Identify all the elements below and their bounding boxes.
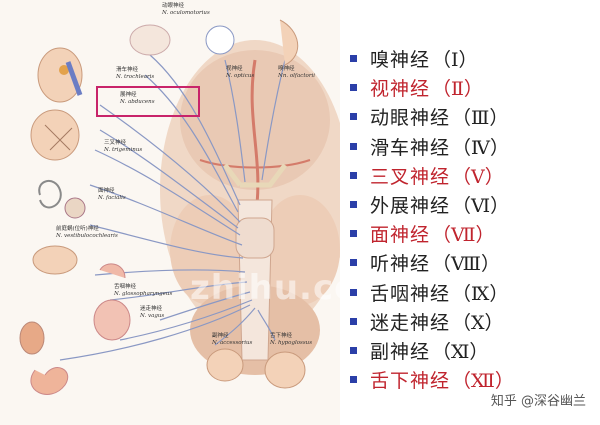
nerve-number: （Ⅳ）	[452, 136, 509, 159]
nerve-list-item: 嗅神经（Ⅰ）	[350, 44, 600, 73]
label-abducens: 展神经 N. abducens	[120, 92, 155, 105]
square-bullet-icon	[350, 288, 357, 296]
nerve-number: （Ⅷ）	[432, 253, 500, 276]
illustration-watermark: zhihu.com	[190, 268, 395, 308]
cranial-nerve-list: 嗅神经（Ⅰ）视神经（Ⅱ）动眼神经（Ⅲ）滑车神经（Ⅳ）三叉神经（Ⅴ）外展神经（Ⅵ）…	[350, 44, 600, 394]
nerve-name: 面神经	[370, 224, 431, 247]
square-bullet-icon	[350, 201, 357, 209]
nerve-list-item: 舌下神经（Ⅻ）	[350, 365, 600, 394]
label-optic: 视神经 N. opticus	[226, 66, 255, 79]
label-accessory: 副神经 N. accessorius	[212, 333, 253, 346]
nerve-list-item: 迷走神经（Ⅹ）	[350, 307, 600, 336]
label-glossopharyngeal: 舌咽神经 N. glossopharyngeus	[114, 284, 173, 297]
pons-shape	[235, 217, 275, 259]
square-bullet-icon	[350, 346, 357, 354]
brain-stem-drawing	[19, 19, 340, 395]
nerve-number: （Ⅶ）	[432, 224, 495, 247]
nerve-name: 嗅神经	[370, 49, 431, 72]
nerve-list-item: 外展神经（Ⅵ）	[350, 190, 600, 219]
nerve-name: 听神经	[370, 253, 431, 276]
nerve-name: 视神经	[370, 78, 431, 101]
nerve-list-item: 动眼神经（Ⅲ）	[350, 102, 600, 131]
nerve-number: （Ⅹ）	[452, 311, 504, 334]
footer-watermark: 知乎 @深谷幽兰	[490, 394, 586, 409]
nerve-list-item: 视神经（Ⅱ）	[350, 73, 600, 102]
nerve-list-item: 滑车神经（Ⅳ）	[350, 132, 600, 161]
square-bullet-icon	[350, 55, 357, 63]
label-oculomotor: 动眼神经 N. oculomotorius	[162, 3, 210, 16]
nerve-name: 迷走神经	[370, 311, 451, 334]
nerve-number: （Ⅴ）	[452, 165, 504, 188]
square-bullet-icon	[350, 142, 357, 150]
nerve-number: （Ⅺ）	[432, 340, 489, 363]
nerve-number: （Ⅱ）	[432, 78, 483, 101]
nerve-name: 舌下神经	[370, 370, 451, 393]
nerve-number: （Ⅻ）	[452, 370, 514, 393]
square-bullet-icon	[350, 317, 357, 325]
nerve-name: 动眼神经	[370, 107, 451, 130]
nerve-lines	[59, 54, 286, 361]
nerve-list-item: 听神经（Ⅷ）	[350, 248, 600, 277]
square-bullet-icon	[350, 171, 357, 179]
nerve-number: （Ⅵ）	[452, 195, 510, 218]
nerve-number: （Ⅲ）	[452, 107, 509, 130]
nerve-number: （Ⅰ）	[432, 49, 478, 72]
label-trochlear: 滑车神经 N. trochlearis	[116, 67, 155, 80]
label-vestibulocochlear: 前庭蜗(位听)神经 N. vestibulocochlearis	[56, 226, 118, 239]
square-bullet-icon	[350, 84, 357, 92]
head-vignettes	[19, 19, 306, 395]
nerve-name: 舌咽神经	[370, 282, 451, 305]
temporal-lobe-right	[260, 195, 340, 305]
nerve-name: 外展神经	[370, 195, 451, 218]
label-olfactory: 嗅神经 Nn. olfactorii	[278, 66, 315, 79]
nerve-name: 滑车神经	[370, 136, 451, 159]
nerve-name: 副神经	[370, 340, 431, 363]
cranial-nerves-illustration: 动眼神经 N. oculomotorius 滑车神经 N. trochleari…	[0, 0, 340, 425]
nerve-list-item: 舌咽神经（Ⅸ）	[350, 278, 600, 307]
square-bullet-icon	[350, 259, 357, 267]
nerve-number: （Ⅸ）	[452, 282, 509, 305]
abducens-highlight-box	[96, 86, 200, 117]
square-bullet-icon	[350, 230, 357, 238]
label-vagus: 迷走神经 N. vagus	[140, 306, 165, 319]
square-bullet-icon	[350, 113, 357, 121]
nerve-name: 三叉神经	[370, 165, 451, 188]
nerve-list-item: 三叉神经（Ⅴ）	[350, 161, 600, 190]
label-hypoglossal: 舌下神经 N. hypoglossus	[270, 333, 313, 346]
nerve-list-item: 面神经（Ⅶ）	[350, 219, 600, 248]
label-facial: 面神经 N. facialis	[98, 188, 126, 201]
nerve-list-item: 副神经（Ⅺ）	[350, 336, 600, 365]
label-trigeminal: 三叉神经 N. trigeminus	[104, 140, 143, 153]
square-bullet-icon	[350, 376, 357, 384]
